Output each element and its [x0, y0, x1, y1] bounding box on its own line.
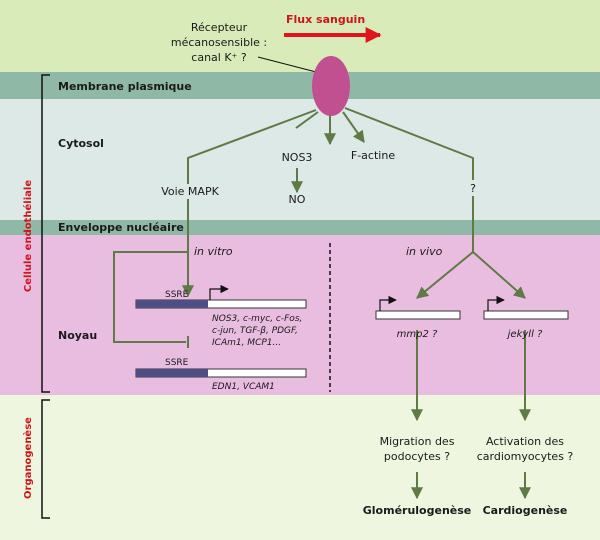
- arrow-split-mmp2: [416, 251, 474, 299]
- mechanosensitive-receptor: [312, 56, 350, 116]
- ssre-upper-promoter: [136, 300, 208, 308]
- unknown-pathway-label: ?: [470, 182, 476, 195]
- cell-bracket: [41, 74, 50, 393]
- ssre-lower-label: SSRE: [165, 358, 189, 368]
- line-receptor-nos3: [295, 111, 319, 129]
- ssre-upper-label: SSRE: [165, 290, 189, 300]
- cell-side-label: Cellule endothéliale: [22, 180, 34, 292]
- nos3-label: NOS3: [282, 151, 313, 164]
- no-label: NO: [289, 193, 306, 206]
- receptor-pointer: [257, 56, 321, 74]
- organogenesis-bracket: [41, 399, 50, 519]
- cytosol-band: [0, 99, 600, 220]
- gene-jekyll: [483, 310, 569, 320]
- membrane-label: Membrane plasmique: [58, 80, 192, 93]
- glomerulogenesis-label: Glomérulogenèse: [363, 504, 472, 517]
- repression-line: [113, 251, 188, 343]
- organogenesis-side-label: Organogenèse: [22, 417, 34, 499]
- nucleus-label: Noyau: [58, 329, 97, 342]
- genes-down-label: EDN1, VCAM1: [212, 382, 275, 392]
- line-receptor-unknown: [344, 107, 474, 180]
- cytosol-label: Cytosol: [58, 137, 104, 150]
- in-vivo-label: in vivo: [406, 245, 443, 258]
- flow-label: Flux sanguin: [286, 13, 365, 26]
- in-vitro-label: in vitro: [194, 245, 233, 258]
- mapk-label-bg: [160, 184, 220, 199]
- factin-label: F-actine: [351, 149, 395, 162]
- migration-line1: Migration des: [380, 435, 455, 448]
- nuclear-envelope-band: [0, 220, 600, 235]
- tss-mmp2-arrow: [379, 295, 397, 311]
- arrow-split-jekyll: [472, 251, 526, 299]
- migration-line2: podocytes ?: [384, 450, 450, 463]
- cardiogenesis-label: Cardiogenèse: [483, 504, 568, 517]
- activation-line2: cardiomyocytes ?: [477, 450, 574, 463]
- mmp2-label: mmp2 ?: [397, 329, 438, 340]
- activation-line1: Activation des: [486, 435, 564, 448]
- tss-jekyll-arrow: [487, 295, 505, 311]
- membrane-band: [0, 72, 600, 99]
- receptor-label-line3: canal K⁺ ?: [191, 51, 247, 64]
- organogenesis-band: [0, 395, 600, 540]
- mapk-label: Voie MAPK: [161, 185, 219, 198]
- arrow-mapk-ssre: [182, 109, 317, 298]
- jekyll-label: jekyll ?: [506, 329, 543, 340]
- ssre-lower-promoter: [136, 369, 208, 377]
- arrow-receptor-factin: [342, 111, 365, 143]
- genes-up-line2: c-jun, TGF-β, PDGF,: [212, 326, 298, 336]
- nuclear-envelope-label: Enveloppe nucléaire: [58, 221, 184, 234]
- gene-mmp2: [375, 310, 461, 320]
- genes-up-line1: NOS3, c-myc, c-Fos,: [212, 314, 302, 324]
- receptor-label-line1: Récepteur: [191, 21, 248, 34]
- receptor-label-line2: mécanosensible :: [171, 36, 267, 49]
- genes-up-line3: ICAm1, MCP1...: [212, 338, 281, 348]
- tss-upper-arrow: [209, 284, 229, 300]
